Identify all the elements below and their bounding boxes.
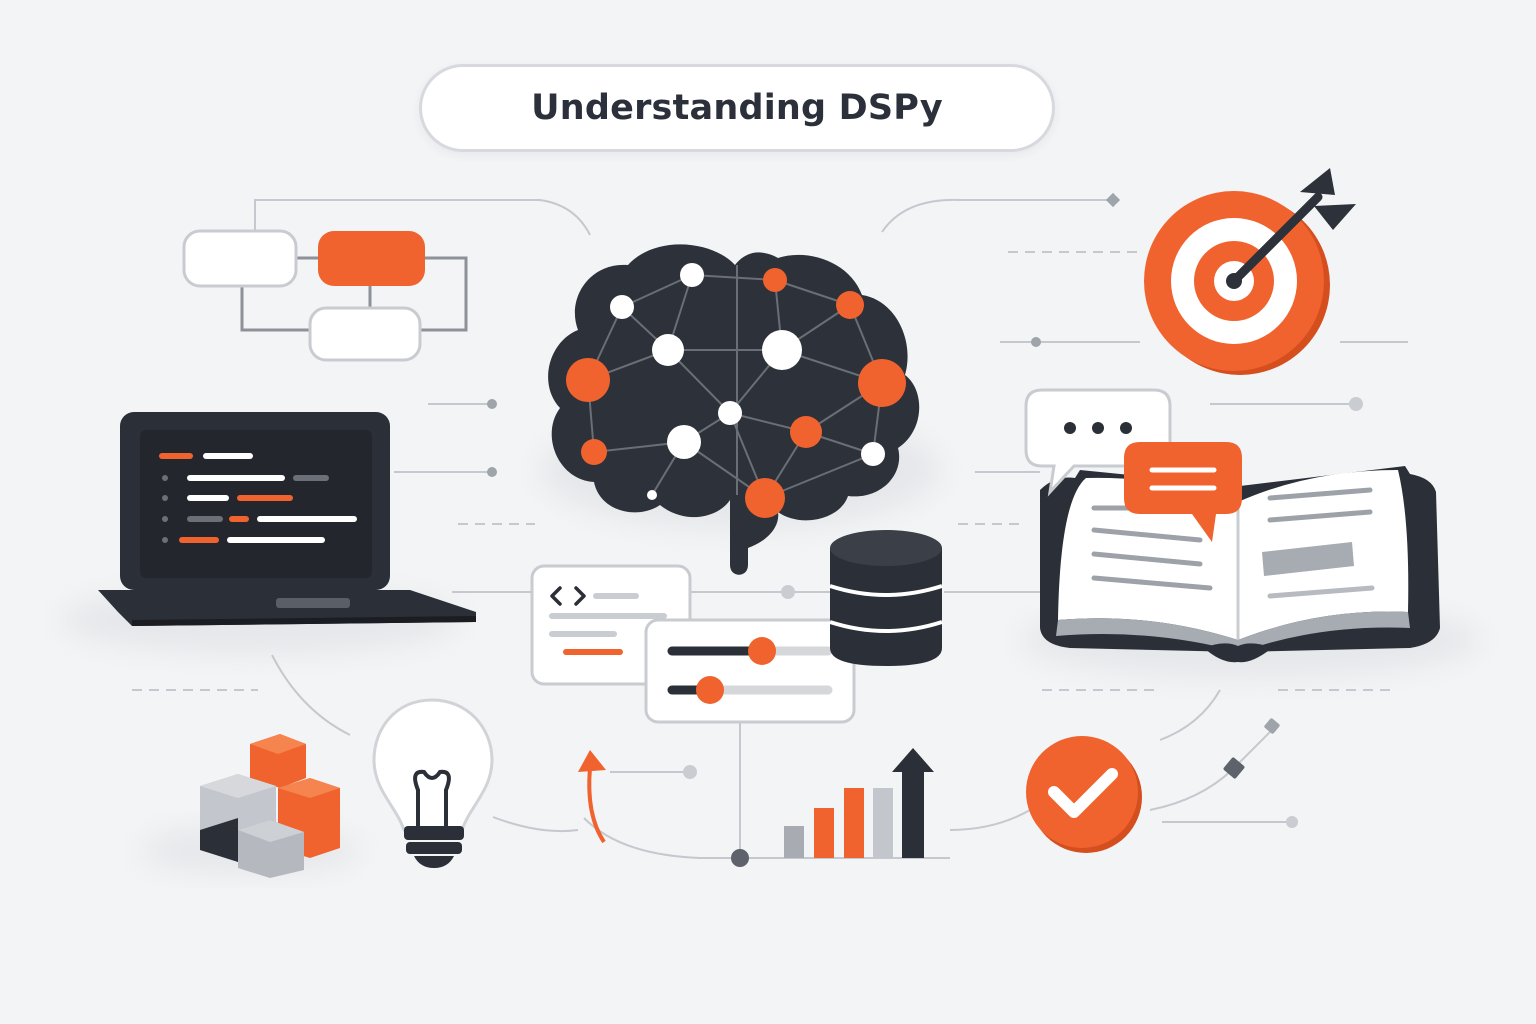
flowchart-icon bbox=[182, 229, 468, 362]
bar-chart-icon bbox=[784, 748, 934, 858]
chat-bubble-icon bbox=[1024, 388, 1242, 542]
connector-dots bbox=[487, 192, 1363, 867]
target-icon bbox=[1144, 168, 1356, 375]
code-lines bbox=[159, 453, 357, 543]
slider-settings-icon bbox=[644, 618, 856, 724]
title-banner: Understanding DSPy bbox=[419, 64, 1055, 152]
lightbulb-icon bbox=[372, 698, 494, 868]
brain-network-icon bbox=[548, 244, 920, 575]
connector-lines bbox=[132, 198, 1408, 859]
laptop-code-icon bbox=[98, 412, 476, 626]
checkmark-icon bbox=[1026, 736, 1142, 853]
page-title: Understanding DSPy bbox=[531, 88, 943, 128]
curved-arrow-icon bbox=[578, 750, 606, 844]
database-icon bbox=[829, 530, 943, 666]
cubes-icon bbox=[200, 734, 340, 878]
